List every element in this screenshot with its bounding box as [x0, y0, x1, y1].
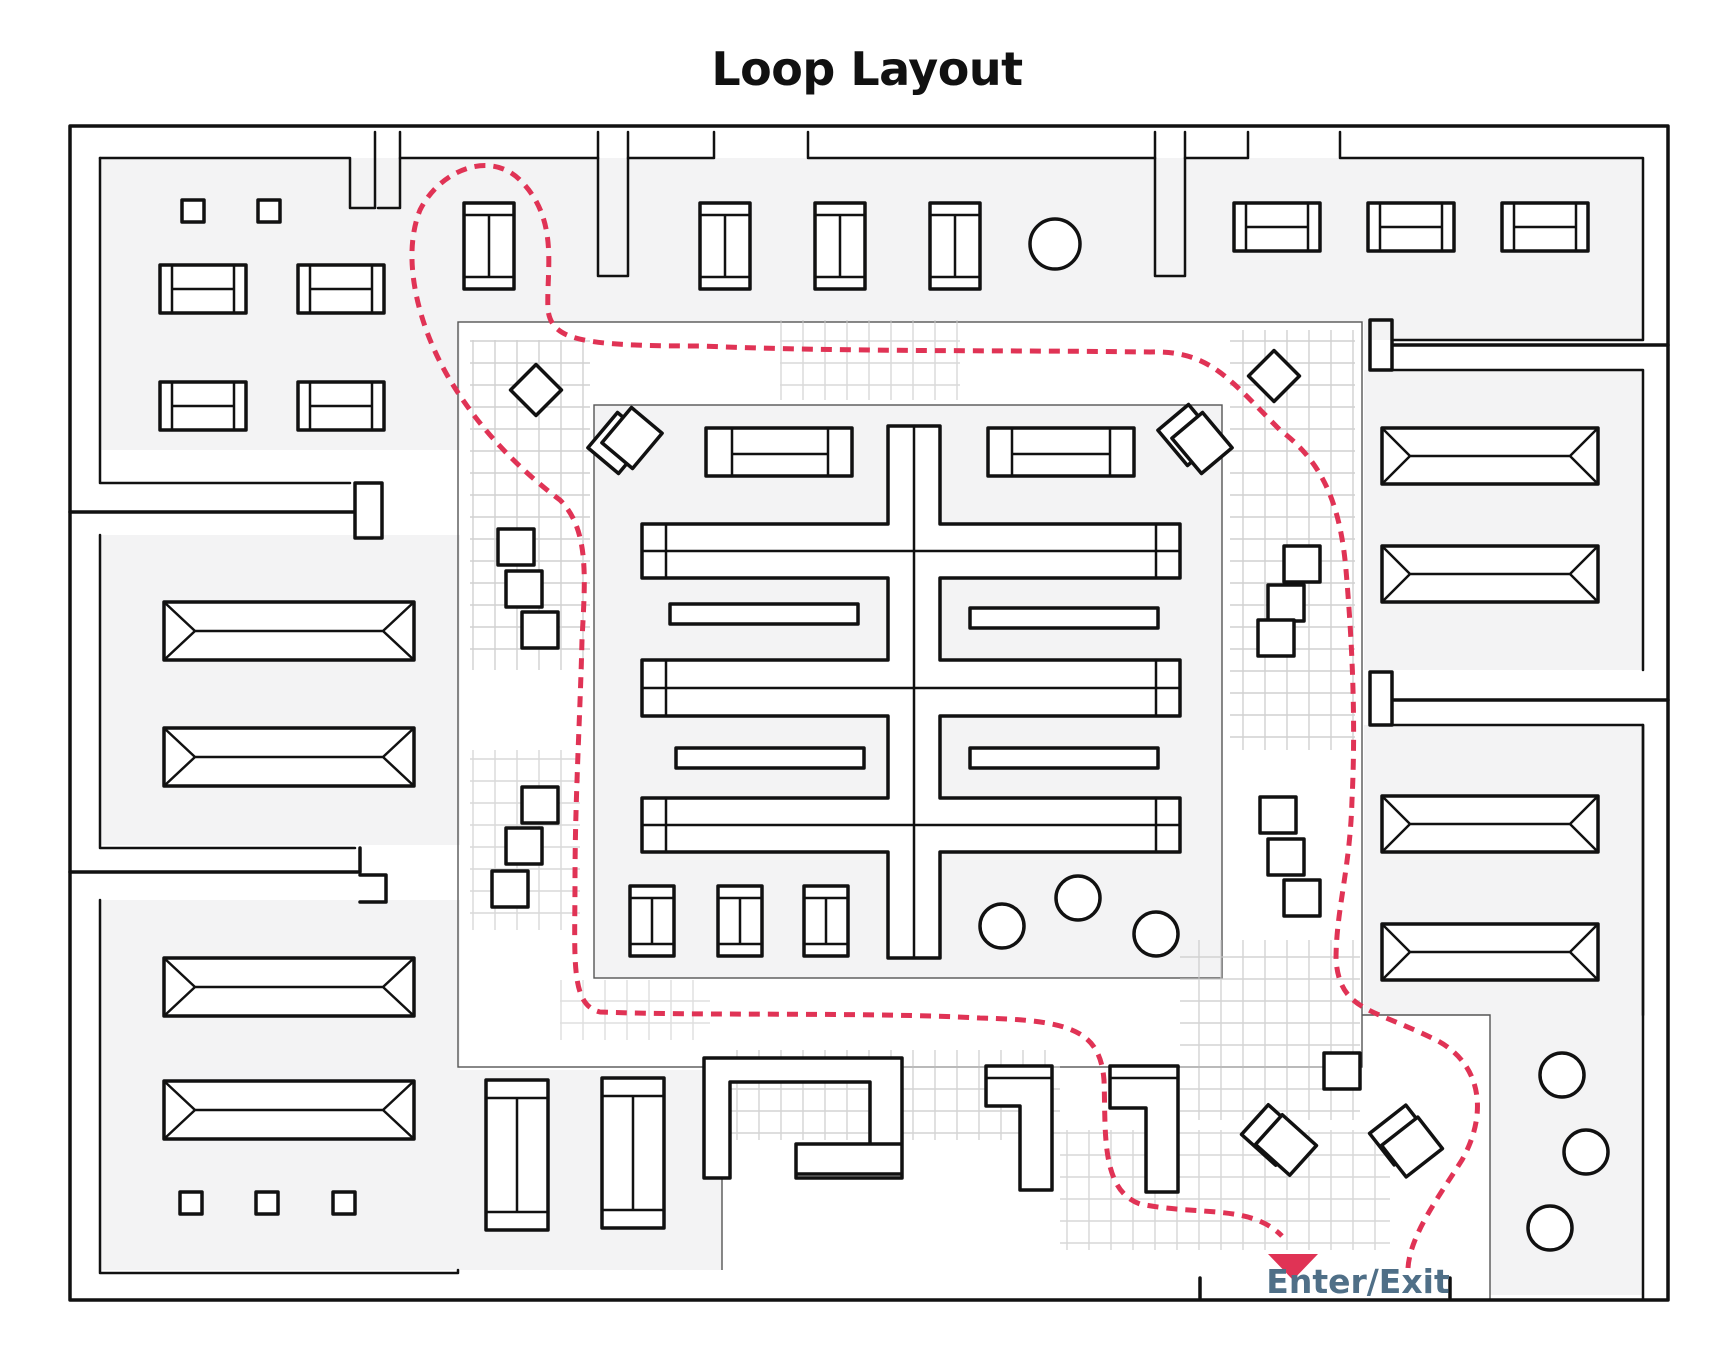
east-upper-zone: [1364, 370, 1644, 670]
entrance-label: Enter/Exit: [1266, 1262, 1450, 1301]
table-top-3: [813, 201, 867, 291]
l-shaped-display-2: [1108, 1064, 1180, 1194]
angled-display-front-left: [1239, 1102, 1319, 1178]
table-top-7: [1500, 201, 1590, 253]
round-table-east-2: [1562, 1128, 1610, 1176]
table-top-2: [698, 201, 752, 291]
angled-display-left: [586, 405, 664, 476]
east-gondolas: [1380, 426, 1610, 1252]
gondola-east-2: [1380, 544, 1600, 604]
page-title: Loop Layout: [711, 42, 1023, 96]
round-table-center-2: [1054, 874, 1102, 922]
center-table-top-right: [986, 426, 1136, 478]
center-table-top-left: [704, 426, 854, 478]
low-shelf-4: [968, 746, 1160, 770]
table-top-1: [462, 201, 516, 291]
diamond-display-left: [508, 362, 564, 418]
west-mid-zone: [100, 535, 460, 845]
low-shelf-1: [668, 602, 860, 626]
u-shaped-counter: [702, 1056, 904, 1180]
table-west-1: [158, 263, 248, 315]
table-top-6: [1366, 201, 1456, 253]
l-shaped-display-1: [984, 1064, 1054, 1192]
table-top-5: [1232, 201, 1322, 253]
front-cube: [1322, 1051, 1362, 1091]
center-table-bottom-2: [716, 884, 764, 958]
gondola-west-3: [162, 956, 416, 1018]
west-partition-1: [68, 481, 384, 540]
gondola-east-1: [1380, 426, 1600, 486]
cube-bottom-left-3: [331, 1190, 357, 1216]
diamond-display-right: [1246, 348, 1302, 404]
cube-bottom-left-1: [178, 1190, 204, 1216]
center-fixtures: [586, 402, 1234, 960]
east-partition-2: [1368, 670, 1670, 727]
gondola-east-3: [1380, 794, 1600, 854]
gondola-west-2: [162, 726, 416, 788]
center-table-bottom-3: [802, 884, 850, 958]
gondola-west-4: [162, 1079, 416, 1141]
gondola-east-4: [1380, 922, 1600, 982]
round-table-center-3: [1132, 910, 1180, 958]
table-west-4: [296, 380, 386, 432]
front-table-left-2: [600, 1076, 666, 1230]
west-gondolas: [162, 600, 416, 1216]
angled-display-front-right: [1367, 1103, 1445, 1179]
gondola-west-1: [162, 600, 416, 662]
walls: [68, 124, 1670, 1302]
top-fixtures: [158, 198, 1590, 432]
cube-bottom-left-2: [254, 1190, 280, 1216]
racetrack-displays: [490, 348, 1322, 918]
low-shelf-2: [968, 606, 1160, 630]
center-table-bottom-1: [628, 884, 676, 958]
cube-top-left-2: [256, 198, 282, 224]
angled-display-right: [1156, 402, 1234, 476]
entrance-marker-triangle: [1268, 1254, 1318, 1280]
center-zone-border: [593, 404, 1223, 979]
front-fixtures: [484, 1051, 1445, 1232]
customer-route: [409, 163, 1480, 1269]
round-table-top: [1028, 217, 1082, 271]
round-table-center-1: [978, 902, 1026, 950]
cube-top-left-1: [180, 198, 206, 224]
low-shelf-3: [674, 746, 866, 770]
table-west-3: [158, 380, 248, 432]
round-table-east-1: [1538, 1051, 1586, 1099]
outer-wall: [68, 124, 1670, 1302]
table-west-2: [296, 263, 386, 315]
table-top-4: [928, 201, 982, 291]
west-partition-2: [68, 846, 388, 904]
front-table-left-1: [484, 1078, 550, 1232]
round-table-east-3: [1526, 1204, 1574, 1252]
